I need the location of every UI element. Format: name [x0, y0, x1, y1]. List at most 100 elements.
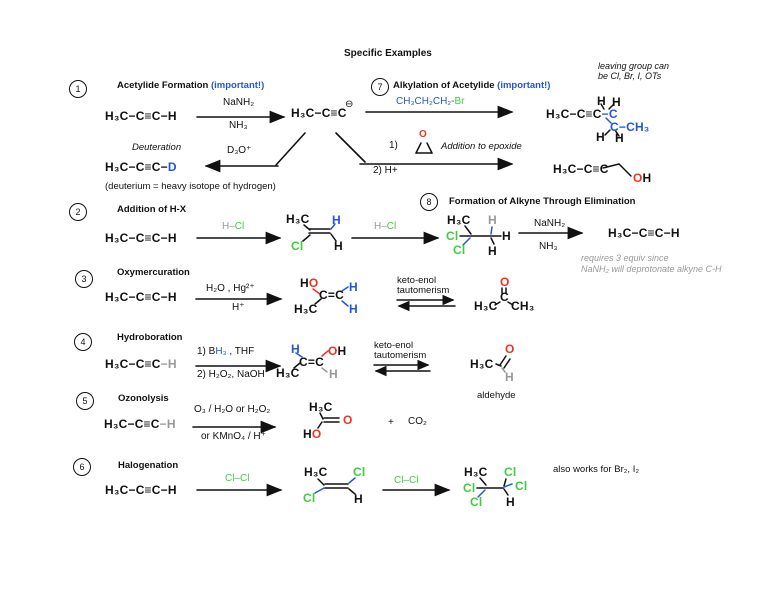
r2-substrate: H₃C−C≡C−H: [105, 231, 177, 245]
r3-ketone-c: C: [500, 290, 509, 304]
r7-art: [359, 103, 632, 177]
r3-tautomerism-label-2: tautomerism: [397, 285, 450, 296]
r8-substrate-cl-left: Cl: [446, 229, 459, 243]
r3-art: [195, 286, 514, 312]
r7-h-top-left: H: [597, 94, 606, 108]
page-title: Specific Examples: [344, 48, 432, 59]
r6-heading: Halogenation: [118, 460, 179, 471]
r6-p2-cl-right: Cl: [515, 479, 528, 493]
r4-tautomerism-label-2: tautomerism: [374, 350, 427, 361]
r3-enol-cc: C=C: [319, 288, 344, 302]
r2-heading: Addition of H-X: [117, 204, 187, 215]
r7-product-backbone: H₃C−C≡C−C: [546, 108, 618, 120]
r8-substrate-h-top: H: [488, 213, 497, 227]
r2-product-h: H: [334, 239, 343, 253]
r7-heading: Alkylation of Acetylide (important!): [393, 81, 550, 91]
r6-p2-cl-top: Cl: [504, 465, 517, 479]
r8-substrate-h-bottom: H: [488, 244, 497, 258]
r7-reagent: CH₃CH₂CH₂-Br: [396, 97, 465, 107]
r4-aldehyde-ch3: H₃C: [470, 357, 494, 371]
r6-art: [196, 477, 513, 498]
r7-reagent-halide: Br: [454, 96, 465, 107]
r5-substrate: H₃C−C≡C−H: [104, 418, 176, 430]
r4-cond1-c: , THF: [226, 346, 255, 357]
r4-aldehyde-label: aldehyde: [477, 390, 516, 401]
r2-hcl1-h: H–: [222, 221, 235, 232]
r7-epoxide-o-atom: O: [419, 129, 427, 140]
r1-substrate: H₃C−C≡C−H: [105, 109, 177, 123]
r3-enol-ho-o: O: [308, 276, 319, 290]
r7-leaving-note-1: leaving group can: [598, 61, 670, 71]
r1-deuteration-label: Deuteration: [132, 142, 182, 153]
r1-important: (important!): [210, 80, 265, 91]
r3-enol-h-bottom: H: [349, 302, 358, 316]
r7-epoxide-step1: 1): [389, 140, 398, 151]
r4-reagent-2: 2) H₂O₂, NaOH: [197, 369, 265, 380]
r7-oh-h-atom: H: [642, 171, 652, 185]
r4-reagent-1: 1) BH₃ , THF: [197, 347, 254, 357]
r3-ketone-ch3-left: H₃C: [474, 299, 498, 313]
r8-note-1: requires 3 equiv since: [581, 253, 669, 263]
badge-5: 5: [76, 392, 94, 410]
r3-tautomerism-label-1: keto-enol: [397, 275, 437, 286]
r2-hcl2-h: H–: [374, 221, 387, 232]
r1-deut-product-main: H₃C−C≡C−: [105, 160, 168, 174]
r5-substrate-h: −H: [159, 417, 176, 431]
r6-cl2-1: Cl–Cl: [225, 473, 250, 484]
r8-heading: Formation of Alkyne Through Elimination: [449, 196, 636, 207]
r3-heading: Oxymercuration: [117, 267, 190, 278]
r4-enol-oh-h: H: [337, 344, 347, 358]
r4-enol-oh: OH: [328, 345, 346, 357]
r2-hcl-1: H–Cl: [222, 222, 244, 232]
r3-ketone-ch3-right: CH₃: [511, 299, 535, 313]
r3-reagent-below: H⁺: [232, 302, 245, 313]
r1-acetylide-product: H₃C−C≡C: [291, 106, 347, 120]
r7-product-c2: C−CH₃: [610, 120, 650, 134]
r7-product-c1: −C: [601, 107, 618, 121]
r4-enol-oh-o: O: [328, 344, 338, 358]
r3-reagent-above: H₂O , Hg²⁺: [206, 283, 255, 294]
r4-substrate: H₃C−C≡C−H: [105, 358, 177, 370]
r5-acid-ho: HO: [303, 428, 321, 440]
r5-substrate-main: H₃C−C≡C: [104, 417, 160, 431]
r5-reagent-below: or KMnO₄ / H⁺: [201, 431, 266, 442]
r7-important: (important!): [497, 80, 551, 91]
r4-enol-cc: C=C: [299, 355, 324, 369]
r1-reagent-below: NH₃: [229, 120, 248, 131]
r5-acid-o: O: [343, 413, 353, 427]
badge-6: 6: [73, 458, 91, 476]
r8-substrate-cl-bottom: Cl: [453, 243, 466, 257]
r4-substrate-h: −H: [160, 357, 177, 371]
r7-h-bottom-right: H: [615, 131, 624, 145]
r8-reagent-above: NaNH₂: [534, 218, 566, 229]
r6-p1-cl-bottomleft: Cl: [303, 491, 316, 505]
r4-enol-h-new: H: [291, 342, 300, 356]
r2-art: [196, 223, 440, 245]
r1-deut-product: H₃C−C≡C−D: [105, 161, 177, 173]
r3-substrate: H₃C−C≡C−H: [105, 290, 177, 304]
r3-enol-ho-h: H: [300, 276, 309, 290]
r5-co2: CO₂: [408, 416, 427, 427]
r6-p2-h: H: [506, 495, 515, 509]
r2-hcl2-cl: Cl: [386, 221, 397, 232]
badge-7: 7: [371, 78, 389, 96]
r5-plus-sign: +: [388, 417, 394, 428]
r4-tautomerism-label-1: keto-enol: [374, 340, 414, 351]
r1-art: [196, 110, 366, 173]
r7-epoxide-product: H₃C−C≡C: [553, 162, 609, 176]
badge-3: 3: [75, 270, 93, 288]
r7-leaving-note-2: be Cl, Br, I, OTs: [598, 71, 662, 81]
r2-hcl1-cl: Cl: [234, 221, 245, 232]
r6-p1-ch3: H₃C: [304, 465, 328, 479]
r5-reagent-above: O₃ / H₂O or H₂O₂: [194, 404, 271, 415]
r1-deuterium-note: (deuterium = heavy isotope of hydrogen): [105, 181, 276, 192]
r4-aldehyde-o: O: [505, 342, 515, 356]
r6-p1-h: H: [354, 492, 363, 506]
r3-enol-ch3: H₃C: [294, 302, 318, 316]
r7-epoxide-product-oh: OH: [633, 172, 651, 184]
r5-acid-ch3: H₃C: [309, 400, 333, 414]
r1-reagent-above: NaNH₂: [223, 97, 255, 108]
r7-product-backbone-black: H₃C−C≡C: [546, 107, 602, 121]
r8-reagent-below: NH₃: [539, 241, 558, 252]
